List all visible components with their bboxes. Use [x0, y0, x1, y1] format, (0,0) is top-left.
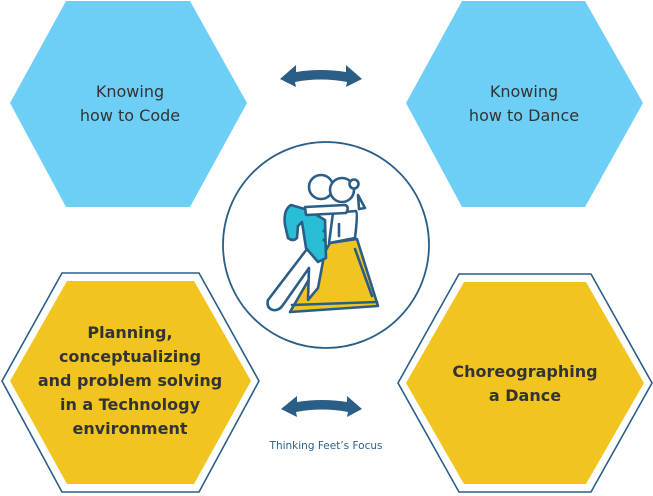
label-line: how to Dance — [468, 106, 580, 125]
hexagon-knowing-code — [10, 1, 247, 207]
hexagon-knowing-dance — [406, 1, 643, 207]
node-label-planning: Planning, conceptualizing and problem so… — [20, 318, 240, 444]
caption: Thinking Feet’s Focus — [269, 440, 383, 452]
node-label-choreographing: Choreographing a Dance — [420, 358, 630, 410]
dancing-couple-icon — [266, 173, 380, 314]
label-line: a Dance — [488, 386, 562, 405]
label-line: Choreographing — [452, 362, 598, 381]
node-label-knowing-code: Knowing how to Code — [40, 78, 220, 130]
label-line: Knowing — [489, 82, 559, 101]
label-line: in a Technology — [59, 395, 201, 414]
hexagon-choreographing — [397, 273, 653, 493]
label-line: conceptualizing — [58, 347, 202, 366]
label-line: how to Code — [79, 106, 181, 125]
label-line: Planning, — [87, 323, 173, 342]
label-line: environment — [72, 419, 188, 438]
label-line: Knowing — [95, 82, 165, 101]
double-arrow-icon — [280, 65, 362, 87]
hexagon-planning — [1, 272, 260, 493]
node-label-knowing-dance: Knowing how to Dance — [434, 78, 614, 130]
label-line: and problem solving — [37, 371, 223, 390]
double-arrow-icon — [281, 396, 362, 417]
